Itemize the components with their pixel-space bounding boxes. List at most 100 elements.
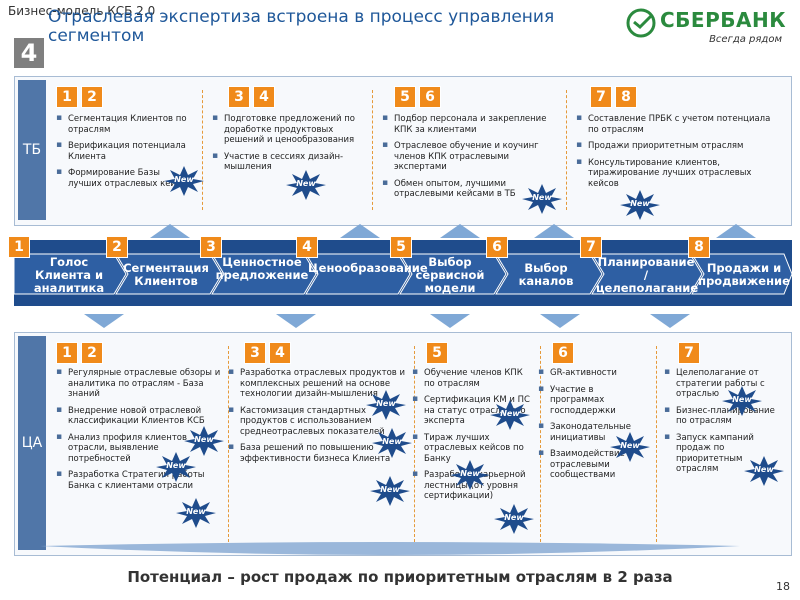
list-item: Целеполагание от стратегии работы с отра… <box>664 367 784 400</box>
new-badge-icon: New <box>184 426 224 456</box>
process-step-label: Планирование / целеполагание <box>596 255 699 295</box>
new-badge-icon: New <box>722 386 762 416</box>
new-badge-icon: New <box>176 498 216 528</box>
step-badge: 4 <box>253 86 275 108</box>
step-badge: 6 <box>486 236 508 258</box>
new-badge-icon: New <box>522 184 562 214</box>
list-item: Верификация потенциала Клиента <box>56 140 196 162</box>
process-step-label: Ценообразование <box>308 261 428 275</box>
list-item: Разработка отраслевых продуктов и компле… <box>228 367 408 400</box>
list-item: Кастомизация стандартных продуктов с исп… <box>228 405 408 438</box>
list-item: Составление ПРБК с учетом потенциала по … <box>576 113 776 135</box>
new-badge-label: New <box>186 507 206 516</box>
step-badge: 1 <box>56 86 78 108</box>
list-item: Консультирование клиентов, тиражирование… <box>576 157 776 190</box>
list-item: Законодательные инициативы <box>538 421 650 443</box>
ca-col1: Регулярные отраслевые обзоры и аналитика… <box>56 367 222 497</box>
process-step-label: Выбор каналов <box>518 261 574 288</box>
new-badge-label: New <box>754 465 774 474</box>
new-badge-icon: New <box>450 460 490 490</box>
new-badge-label: New <box>460 469 480 478</box>
list-item: Формирование Базы лучших отраслевых кейс… <box>56 167 196 189</box>
process-step-label: Сегментация Клиентов <box>123 261 209 288</box>
process-step-label: Выбор сервисной модели <box>415 255 485 295</box>
step-badge: 1 <box>56 342 78 364</box>
arrow-up-icon <box>340 224 380 238</box>
page-number: 18 <box>776 580 790 593</box>
list-item: База решений по повышению эффективности … <box>228 442 408 464</box>
step-badge: 7 <box>590 86 612 108</box>
list-item: Запуск кампаний продаж по приоритетным о… <box>664 432 784 475</box>
tb-col4: Составление ПРБК с учетом потенциала по … <box>576 113 776 195</box>
tb-col4-nums: 7 8 <box>590 86 637 108</box>
new-badge-label: New <box>194 435 214 444</box>
arrow-up-icon <box>440 224 480 238</box>
list-item: Разработка Стратегии работы Банка с клие… <box>56 469 222 491</box>
ca-col2-nums: 3 4 <box>244 342 291 364</box>
arrow-down-icon <box>430 314 470 328</box>
list-item: Тираж лучших отраслевых кейсов по Банку <box>412 432 534 465</box>
ca-col2: Разработка отраслевых продуктов и компле… <box>228 367 408 470</box>
step-badge: 2 <box>81 342 103 364</box>
arrow-down-icon <box>84 314 124 328</box>
step-badge: 5 <box>426 342 448 364</box>
divider <box>372 90 373 210</box>
new-badge-label: New <box>382 437 402 446</box>
tb-col2: Подготовке предложений по доработке прод… <box>212 113 364 179</box>
new-badge-label: New <box>296 179 316 188</box>
step-badge: 5 <box>390 236 412 258</box>
divider <box>202 90 203 210</box>
ca-col5-nums: 7 <box>678 342 700 364</box>
new-badge-label: New <box>504 513 524 522</box>
ca-col4-nums: 6 <box>552 342 574 364</box>
step-badge: 1 <box>8 236 30 258</box>
logo-name: СБЕРБАНК <box>660 8 787 32</box>
new-badge-label: New <box>500 409 520 418</box>
list-item: Подбор персонала и закрепление КПК за кл… <box>382 113 560 135</box>
new-badge-icon: New <box>490 400 530 430</box>
bottom-swoosh <box>40 542 740 555</box>
step-badge: 4 <box>269 342 291 364</box>
new-badge-label: New <box>380 485 400 494</box>
arrow-down-icon <box>276 314 316 328</box>
arrow-down-icon <box>650 314 690 328</box>
process-step-label: Продажи и продвижение <box>698 261 790 288</box>
ca-col4: GR-активности Участие в программах госпо… <box>538 367 650 487</box>
tb-col2-nums: 3 4 <box>228 86 275 108</box>
arrow-up-icon <box>150 224 190 238</box>
list-item: Подготовке предложений по доработке прод… <box>212 113 364 146</box>
ca-col3-nums: 5 <box>426 342 448 364</box>
list-item: Продажи приоритетным отраслям <box>576 140 776 152</box>
slide-title: Отраслевая экспертиза встроена в процесс… <box>48 7 555 46</box>
step-badge: 3 <box>244 342 266 364</box>
process-step-label: Ценностное предложение <box>215 255 309 282</box>
divider <box>540 346 541 542</box>
list-item: Обмен опытом, лучшими отраслевыми кейсам… <box>382 178 560 200</box>
divider <box>566 90 567 210</box>
ca-col5: Целеполагание от стратегии работы с отра… <box>664 367 784 481</box>
new-badge-icon: New <box>744 456 784 486</box>
list-item: Сегментация Клиентов по отраслям <box>56 113 196 135</box>
step-badge: 6 <box>419 86 441 108</box>
divider <box>656 346 657 542</box>
list-item: Обучение членов КПК по отраслям <box>412 367 534 389</box>
list-item: Внедрение новой отраслевой классификации… <box>56 405 222 427</box>
sberbank-logo: СБЕРБАНК Всегда рядом <box>624 6 792 50</box>
new-badge-icon: New <box>370 476 410 506</box>
step-badge: 6 <box>552 342 574 364</box>
new-badge-label: New <box>732 395 752 404</box>
list-item: Анализ профиля клиентов отрасли, выявлен… <box>56 432 222 465</box>
ca-col1-nums: 1 2 <box>56 342 103 364</box>
list-item: Регулярные отраслевые обзоры и аналитика… <box>56 367 222 400</box>
new-badge-icon: New <box>164 166 204 196</box>
step-badge: 4 <box>296 236 318 258</box>
step-badge: 8 <box>688 236 710 258</box>
arrow-down-icon <box>540 314 580 328</box>
step-badge: 2 <box>81 86 103 108</box>
process-chevrons <box>14 253 792 295</box>
list-item: Участие в сессиях дизайн-мышления <box>212 151 364 173</box>
step-badge: 7 <box>678 342 700 364</box>
new-badge-label: New <box>620 441 640 450</box>
process-step-label: Голос Клиента и аналитика <box>33 255 105 295</box>
list-item: Взаимодействие с отраслевыми сообществам… <box>538 448 650 481</box>
